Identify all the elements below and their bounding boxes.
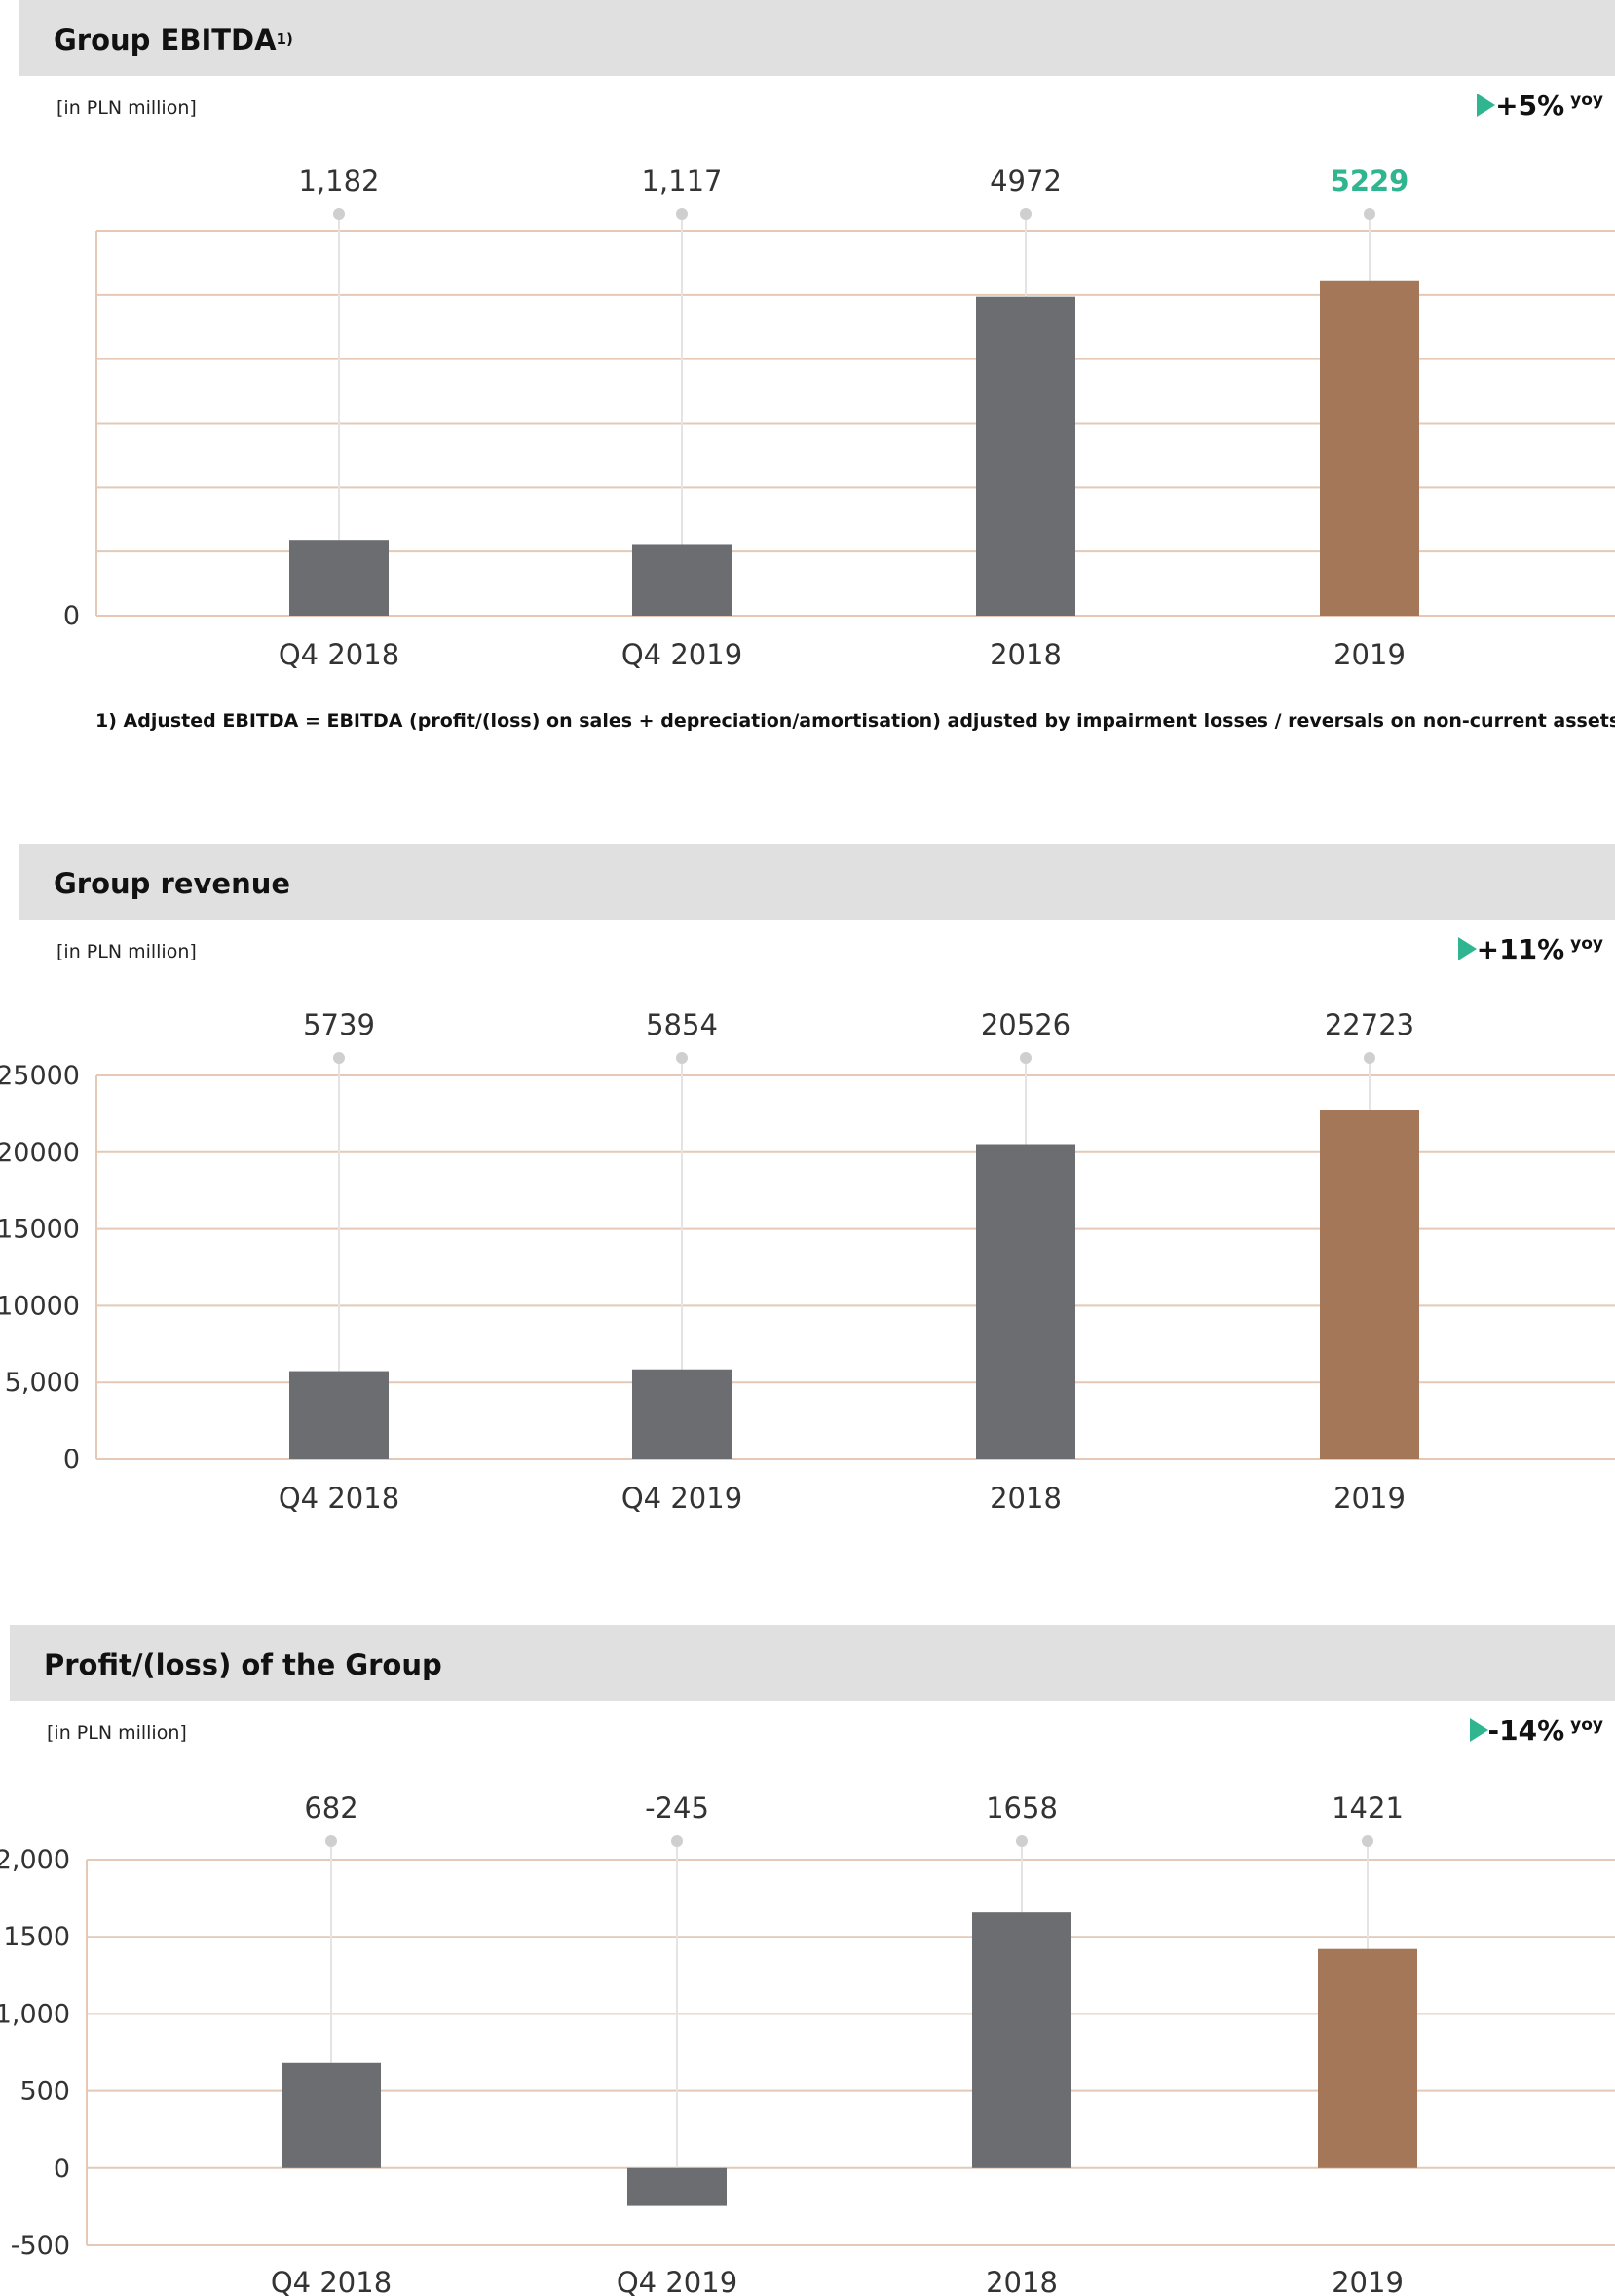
- revenue-yoy-value: +11%: [1476, 933, 1565, 965]
- leader-dot: [1020, 1052, 1032, 1064]
- category-label: 2019: [1333, 1482, 1406, 1515]
- category-label: 2018: [990, 638, 1062, 671]
- category-label: Q4 2018: [279, 638, 399, 671]
- leader-dot: [1016, 1835, 1028, 1847]
- data-label: 682: [304, 1791, 357, 1825]
- bar-q4-2019: [627, 2167, 727, 2206]
- ebitda-yoy-suffix: yoy: [1570, 91, 1603, 110]
- category-label: Q4 2019: [621, 638, 742, 671]
- profit-yoy-suffix: yoy: [1570, 1715, 1603, 1735]
- leader-dot: [671, 1835, 683, 1847]
- ebitda-yoy-badge: +5% yoy: [1477, 90, 1603, 122]
- bar-2019: [1320, 280, 1419, 616]
- profit-yoy-badge: -14%yoy: [1469, 1714, 1603, 1747]
- y-tick-label: 2,000: [0, 1845, 70, 1875]
- leader-dot: [1362, 1835, 1373, 1847]
- revenue-panel: Group revenue [in PLN million] +11%yoy 0…: [0, 844, 1615, 1515]
- data-label: 1,182: [298, 165, 379, 198]
- bar-2019: [1320, 1110, 1419, 1459]
- bar-q4-2018: [289, 1371, 389, 1459]
- triangle-right-icon: [1457, 937, 1477, 960]
- category-label: 2019: [1332, 2266, 1404, 2296]
- category-label: Q4 2018: [271, 2266, 392, 2296]
- y-tick-label: 0: [63, 601, 80, 631]
- leader-dot: [1364, 1052, 1375, 1064]
- leader-dot: [1020, 208, 1032, 220]
- bar-q4-2019: [632, 1369, 732, 1459]
- bar-2018: [976, 1144, 1075, 1459]
- category-label: Q4 2018: [279, 1482, 399, 1515]
- data-label: 1658: [986, 1791, 1058, 1825]
- ebitda-bar-chart: 0 1,182 Q4 2018 1,117 Q4 2019 4972 2018 5229 201…: [63, 165, 1615, 671]
- leader-dot: [333, 1052, 345, 1064]
- data-label: 5229: [1331, 165, 1409, 198]
- y-tick-label: 0: [54, 2154, 70, 2184]
- ebitda-panel: Group EBITDA1) [in PLN million] +5% yoy 0…: [0, 0, 1615, 779]
- revenue-header: Group revenue: [19, 844, 1615, 920]
- data-label: 1,117: [641, 165, 722, 198]
- profit-title: Profit/(loss) of the Group: [44, 1648, 442, 1681]
- profit-unit-label: [in PLN million]: [47, 1722, 187, 1744]
- data-label: 20526: [981, 1008, 1070, 1041]
- revenue-title: Group revenue: [54, 867, 291, 900]
- revenue-bar-chart: 0 5,000 10000 15000 20000 25000 5739 Q4 2018 585…: [0, 1008, 1615, 1515]
- y-tick-label: 15000: [0, 1215, 80, 1245]
- data-label: 5854: [646, 1008, 718, 1041]
- ebitda-unit-label: [in PLN million]: [56, 97, 197, 119]
- category-label: 2019: [1333, 638, 1406, 671]
- y-tick-label: 0: [63, 1445, 80, 1475]
- category-label: 2018: [990, 1482, 1062, 1515]
- bar-q4-2018: [282, 2062, 381, 2168]
- data-label: 5739: [303, 1008, 375, 1041]
- ebitda-yoy-value: +5%: [1495, 90, 1565, 122]
- profit-yoy-value: -14%: [1487, 1714, 1565, 1747]
- y-tick-label: -500: [11, 2231, 70, 2261]
- leader-dot: [676, 208, 688, 220]
- category-label: Q4 2019: [617, 2266, 737, 2296]
- ebitda-title: Group EBITDA1): [54, 23, 293, 56]
- revenue-unit-label: [in PLN million]: [56, 941, 197, 962]
- ebitda-header: Group EBITDA1): [19, 0, 1615, 76]
- y-tick-label: 5,000: [5, 1368, 80, 1398]
- leader-dot: [333, 208, 345, 220]
- y-tick-label: 500: [19, 2077, 70, 2107]
- profit-header: Profit/(loss) of the Group: [10, 1625, 1615, 1701]
- category-label: Q4 2019: [621, 1482, 742, 1515]
- data-label: 4972: [990, 165, 1062, 198]
- y-tick-label: 25000: [0, 1061, 80, 1091]
- bar-q4-2018: [289, 540, 389, 616]
- category-label: 2018: [986, 2266, 1058, 2296]
- leader-dot: [1364, 208, 1375, 220]
- y-tick-label: 1,000: [0, 1999, 70, 2029]
- bar-q4-2019: [632, 544, 732, 616]
- data-label: -245: [645, 1791, 709, 1825]
- revenue-yoy-suffix: yoy: [1570, 934, 1603, 954]
- triangle-right-icon: [1477, 94, 1496, 117]
- bar-2018: [976, 296, 1075, 616]
- ebitda-footnote: 1) Adjusted EBITDA = EBITDA (profit/(los…: [95, 710, 1615, 732]
- bar-2019: [1318, 1948, 1417, 2168]
- bar-2018: [972, 1912, 1071, 2168]
- ebitda-title-footnote-marker: 1): [276, 30, 293, 48]
- data-label: 1421: [1332, 1791, 1404, 1825]
- leader-dot: [325, 1835, 337, 1847]
- data-label: 22723: [1325, 1008, 1414, 1041]
- revenue-yoy-badge: +11%yoy: [1457, 933, 1603, 965]
- y-tick-label: 10000: [0, 1291, 80, 1321]
- leader-dot: [676, 1052, 688, 1064]
- triangle-right-icon: [1469, 1718, 1488, 1742]
- y-tick-label: 20000: [0, 1138, 80, 1168]
- y-tick-label: 1500: [3, 1922, 70, 1952]
